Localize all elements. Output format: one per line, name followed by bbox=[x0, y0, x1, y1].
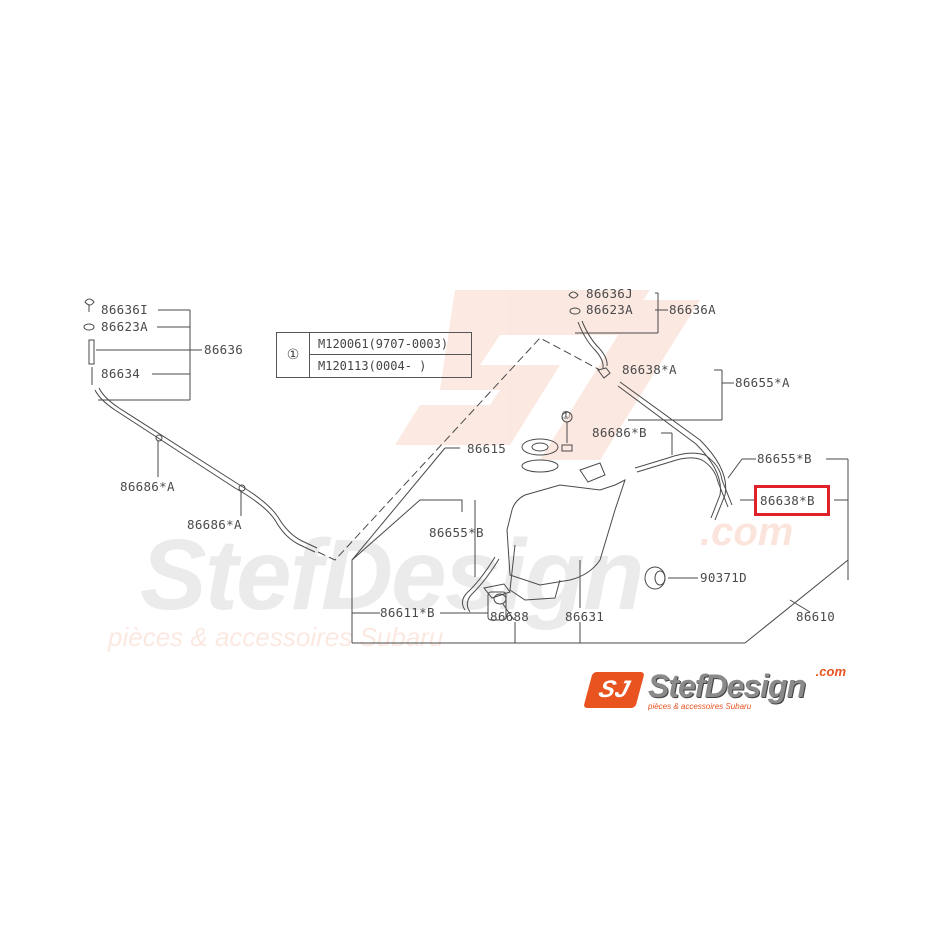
label-86636I: 86636I bbox=[101, 302, 148, 317]
label-86623A-left: 86623A bbox=[101, 319, 148, 334]
label-86610: 86610 bbox=[796, 609, 836, 624]
reference-row-1: M120061(9707-0003) bbox=[310, 333, 471, 355]
reference-marker: ① bbox=[277, 333, 310, 377]
stefdesign-logo: SJ StefDesign .com pièces & accessoires … bbox=[583, 664, 848, 716]
label-86655B-lower: 86655*B bbox=[429, 525, 484, 540]
watermark-tagline: pièces & accessoires Subaru bbox=[108, 622, 444, 652]
label-86611B: 86611*B bbox=[380, 605, 435, 620]
label-86636J: 86636J bbox=[586, 286, 633, 301]
logo-tagline: pièces & accessoires Subaru bbox=[648, 702, 752, 711]
logo-domain: .com bbox=[815, 664, 846, 679]
label-86623A-right: 86623A bbox=[586, 302, 633, 317]
label-86634: 86634 bbox=[101, 366, 141, 381]
label-86686A-2: 86686*A bbox=[187, 517, 242, 532]
label-86636: 86636 bbox=[204, 342, 244, 357]
label-86655B-upper: 86655*B bbox=[757, 451, 812, 466]
highlight-box-86638B bbox=[754, 485, 830, 516]
logo-badge: SJ bbox=[583, 672, 645, 708]
watermark-brand: StefDesign bbox=[140, 519, 644, 631]
label-86638A: 86638*A bbox=[622, 362, 677, 377]
reference-row-2: M120113(0004- ) bbox=[318, 359, 427, 373]
label-86686B: 86686*B bbox=[592, 425, 647, 440]
label-86686A-1: 86686*A bbox=[120, 479, 175, 494]
logo-brand: StefDesign bbox=[648, 668, 806, 704]
label-90371D: 90371D bbox=[700, 570, 747, 585]
label-86655A: 86655*A bbox=[735, 375, 790, 390]
callout-marker-1: ① bbox=[561, 409, 572, 422]
label-86631: 86631 bbox=[565, 609, 605, 624]
label-86615: 86615 bbox=[467, 441, 507, 456]
label-86688: 86688 bbox=[490, 609, 530, 624]
label-86638B: 86638*B bbox=[760, 493, 815, 508]
reference-table: ① M120061(9707-0003) M120113(0004- ) bbox=[276, 332, 472, 378]
label-86636A: 86636A bbox=[669, 302, 716, 317]
